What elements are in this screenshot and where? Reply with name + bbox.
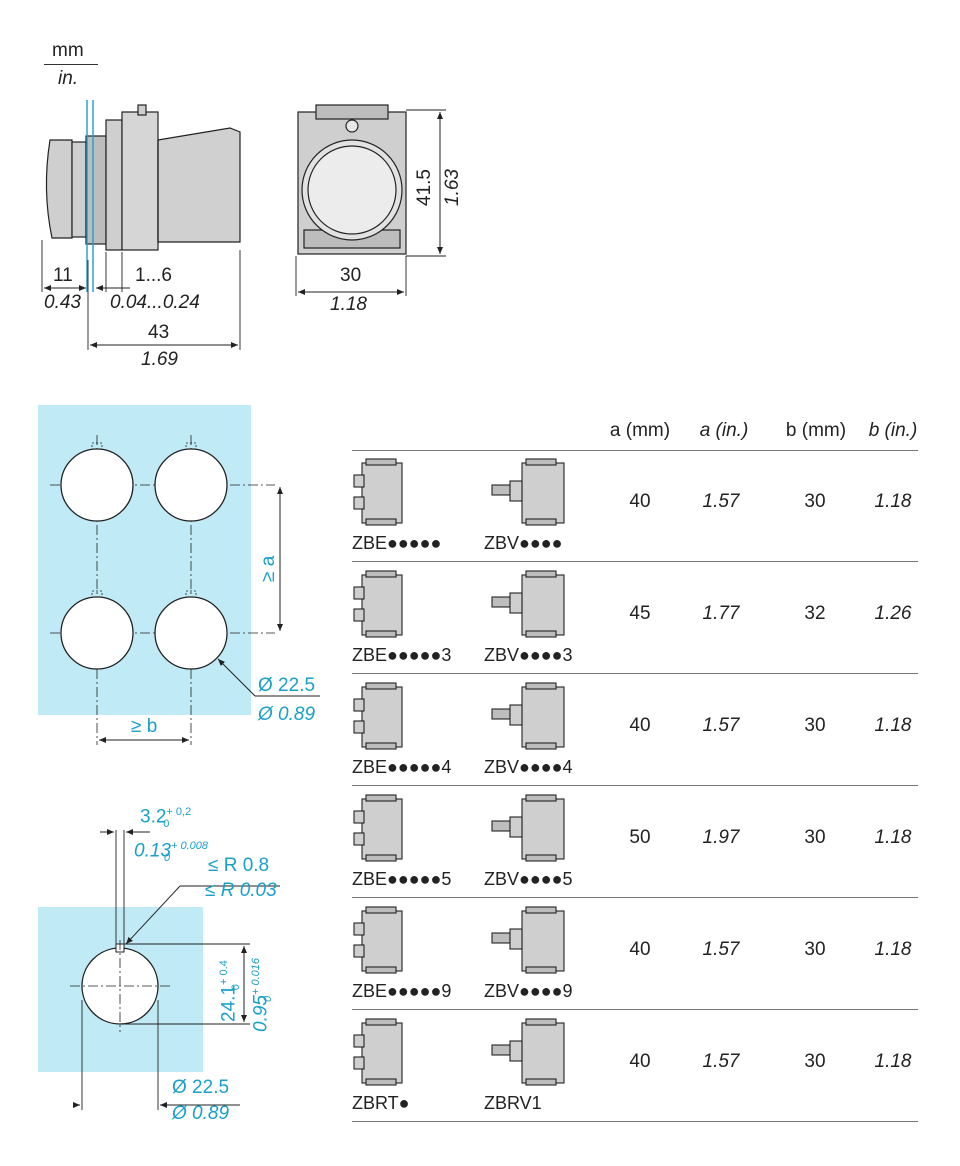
cell-a-mm: 45 [629, 603, 651, 624]
code-zbv: ZBRV1 [484, 1093, 542, 1113]
unit-in: in. [58, 68, 79, 89]
cutout-radius-in: ≤ R 0.03 [205, 880, 277, 901]
code-zbv: ZBV●●●●5 [484, 869, 573, 889]
table-rule [352, 673, 918, 674]
cell-b-in: 1.18 [874, 939, 912, 960]
cell-b-in: 1.18 [874, 1051, 912, 1072]
cutout-slot-mm: 3.2+ 0,20 [140, 806, 192, 831]
table-rule [352, 897, 918, 898]
cell-b-mm: 30 [804, 827, 826, 848]
cell-b-mm: 32 [804, 603, 826, 624]
cell-a-in: 1.97 [702, 827, 740, 848]
cell-b-mm: 30 [804, 715, 826, 736]
cell-a-in: 1.57 [702, 491, 740, 512]
code-zbe: ZBRT● [352, 1093, 410, 1113]
code-zbv: ZBV●●●●4 [484, 757, 573, 777]
code-zbv: ZBV●●●● [484, 533, 563, 553]
table-row: ZBRT● ZBRV1 40 1.57 30 1.18 [352, 1011, 918, 1121]
cell-b-mm: 30 [804, 1051, 826, 1072]
light-block-icon [490, 681, 570, 756]
contact-block-icon [352, 1017, 410, 1092]
cell-a-in: 1.77 [702, 603, 740, 624]
cutout-height-mm: 24.1+ 0.40 [218, 960, 243, 1022]
spacing-dia-in: Ø 0.89 [258, 704, 316, 725]
cutout-dia-mm: Ø 22.5 [172, 1077, 230, 1098]
cell-a-mm: 40 [629, 715, 651, 736]
cell-a-mm: 40 [629, 939, 651, 960]
cutout-slot-in: 0.13+ 0.0080 [134, 840, 208, 865]
header-b-mm: b (mm) [785, 420, 847, 441]
contact-block-icon [352, 681, 410, 756]
cell-b-mm: 30 [804, 939, 826, 960]
dim-1-69: 1.69 [141, 349, 178, 370]
code-zbv: ZBV●●●●9 [484, 981, 573, 1001]
cell-b-mm: 30 [804, 491, 826, 512]
cutout-radius-mm: ≤ R 0.8 [208, 855, 270, 876]
contact-block-icon [352, 793, 410, 868]
table-row: ZBE●●●●●5 ZBV●●●●5 50 1.97 30 1.18 [352, 787, 918, 897]
dim-0-04-0-24: 0.04...0.24 [110, 292, 200, 313]
code-zbe: ZBE●●●●● [352, 533, 442, 553]
code-zbe: ZBE●●●●●5 [352, 869, 452, 889]
cell-a-in: 1.57 [702, 939, 740, 960]
dim-0-43: 0.43 [44, 292, 81, 313]
code-zbv: ZBV●●●●3 [484, 645, 573, 665]
table-rule [352, 561, 918, 562]
light-block-icon [490, 905, 570, 980]
header-a-mm: a (mm) [609, 420, 671, 441]
dim-30: 30 [340, 265, 362, 286]
spacing-diagram [38, 405, 320, 745]
light-block-icon [490, 569, 570, 644]
cutout-height-in: 0.95+ 0.0160 [250, 958, 275, 1032]
cell-a-mm: 50 [629, 827, 651, 848]
table-row: ZBE●●●●●9 ZBV●●●●9 40 1.57 30 1.18 [352, 899, 918, 1009]
cell-a-mm: 40 [629, 491, 651, 512]
push-button-drawing [41, 100, 446, 350]
front-view [297, 104, 407, 255]
table-row: ZBE●●●●●3 ZBV●●●●3 45 1.77 32 1.26 [352, 563, 918, 673]
table-rule [352, 1121, 918, 1122]
light-block-icon [490, 457, 570, 532]
spacing-a-label: ≥ a [258, 555, 279, 582]
contact-block-icon [352, 569, 410, 644]
spacing-dia-mm: Ø 22.5 [258, 675, 316, 696]
unit-mm: mm [52, 40, 84, 61]
dim-1-63: 1.63 [442, 169, 463, 206]
cell-a-mm: 40 [629, 1051, 651, 1072]
spacing-b-label: ≥ b [131, 716, 158, 737]
header-b-in: b (in.) [868, 420, 918, 441]
unit-divider [44, 64, 98, 65]
cell-b-in: 1.26 [874, 603, 912, 624]
table-rule [352, 450, 918, 451]
dim-1-6: 1...6 [135, 265, 172, 286]
dim-43: 43 [148, 322, 170, 343]
table-rule [352, 785, 918, 786]
cutout-diagram [38, 829, 280, 1110]
table-rule [352, 1009, 918, 1010]
light-block-icon [490, 1017, 570, 1092]
side-view [45, 104, 241, 251]
code-zbe: ZBE●●●●●9 [352, 981, 452, 1001]
cell-b-in: 1.18 [874, 491, 912, 512]
contact-block-icon [352, 457, 410, 532]
cell-b-in: 1.18 [874, 715, 912, 736]
cell-b-in: 1.18 [874, 827, 912, 848]
contact-block-icon [352, 905, 410, 980]
dim-1-18: 1.18 [330, 294, 367, 315]
dim-41-5: 41.5 [414, 169, 435, 206]
cutout-dia-in: Ø 0.89 [172, 1103, 230, 1124]
dim-11: 11 [53, 265, 73, 286]
cell-a-in: 1.57 [702, 1051, 740, 1072]
header-a-in: a (in.) [699, 420, 749, 441]
cell-a-in: 1.57 [702, 715, 740, 736]
light-block-icon [490, 793, 570, 868]
code-zbe: ZBE●●●●●4 [352, 757, 452, 777]
table-row: ZBE●●●●●4 ZBV●●●●4 40 1.57 30 1.18 [352, 675, 918, 785]
table-row: ZBE●●●●● ZBV●●●● 40 1.57 30 1.18 [352, 451, 918, 561]
code-zbe: ZBE●●●●●3 [352, 645, 452, 665]
